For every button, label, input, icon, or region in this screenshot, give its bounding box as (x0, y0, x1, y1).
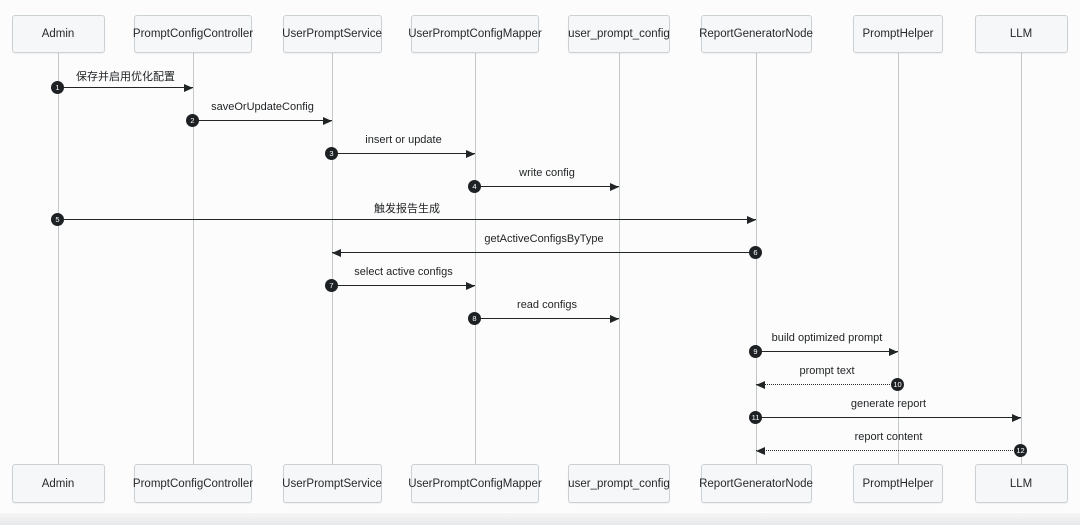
participant-top-user-prompt-config-mapper: UserPromptConfigMapper (408, 15, 542, 53)
participant-label: UserPromptConfigMapper (408, 477, 542, 490)
arrowhead-6 (332, 249, 341, 257)
arrowhead-4 (610, 183, 619, 191)
message-line-6 (332, 252, 756, 253)
message-label-4: write config (519, 167, 575, 179)
sequence-number-2: 2 (186, 114, 199, 127)
message-label-7: select active configs (354, 266, 453, 278)
arrowhead-11 (1012, 414, 1021, 422)
lifeline-user-prompt-config-mapper (474, 53, 476, 464)
message-line-11 (756, 417, 1021, 418)
sequence-number-6: 6 (749, 246, 762, 259)
sequence-number-10: 10 (891, 378, 904, 391)
participant-top-prompt-helper: PromptHelper (853, 15, 943, 53)
participant-label: Admin (41, 28, 75, 40)
arrowhead-10 (756, 381, 765, 389)
participant-label: ReportGeneratorNode (699, 477, 813, 490)
message-label-8: read configs (517, 299, 577, 311)
participant-label: user_prompt_config (568, 28, 670, 40)
participant-top-user-prompt-config: user_prompt_config (568, 15, 670, 53)
arrowhead-7 (466, 282, 475, 290)
participant-label: UserPromptService (282, 28, 382, 40)
participant-bottom-user-prompt-config: user_prompt_config (568, 464, 670, 503)
sequence-number-1: 1 (51, 81, 64, 94)
message-label-10: prompt text (799, 365, 855, 377)
arrowhead-1 (184, 84, 193, 92)
lifeline-admin (57, 53, 59, 464)
participant-label: ReportGeneratorNode (699, 28, 813, 40)
participant-bottom-prompt-helper: PromptHelper (853, 464, 943, 503)
bottom-strip (0, 513, 1080, 525)
participant-top-prompt-config-controller: PromptConfigController (132, 15, 254, 53)
message-label-11: generate report (850, 398, 927, 410)
participant-bottom-llm: LLM (974, 464, 1068, 503)
participant-label: UserPromptService (282, 477, 382, 490)
participant-label: LLM (1009, 477, 1033, 490)
message-label-3: insert or update (365, 134, 442, 146)
sequence-number-12: 12 (1014, 444, 1027, 457)
participant-label: UserPromptConfigMapper (408, 28, 542, 40)
participant-bottom-admin: Admin (11, 464, 105, 503)
message-line-8 (475, 318, 619, 319)
participant-label: PromptHelper (862, 28, 934, 40)
participant-label: LLM (1009, 28, 1033, 40)
message-line-10 (756, 384, 898, 385)
message-line-7 (332, 285, 475, 286)
sequence-number-9: 9 (749, 345, 762, 358)
participant-top-user-prompt-service: UserPromptService (282, 15, 382, 53)
sequence-number-3: 3 (325, 147, 338, 160)
participant-label: user_prompt_config (568, 477, 670, 490)
arrowhead-9 (889, 348, 898, 356)
participant-bottom-user-prompt-config-mapper: UserPromptConfigMapper (408, 464, 542, 503)
participant-bottom-prompt-config-controller: PromptConfigController (132, 464, 254, 503)
participant-bottom-user-prompt-service: UserPromptService (282, 464, 382, 503)
participant-label: PromptConfigController (132, 477, 254, 490)
lifeline-user-prompt-config (618, 53, 620, 464)
participant-top-report-generator-node: ReportGeneratorNode (699, 15, 813, 53)
sequence-number-4: 4 (468, 180, 481, 193)
arrowhead-8 (610, 315, 619, 323)
participant-bottom-report-generator-node: ReportGeneratorNode (699, 464, 813, 503)
message-label-6: getActiveConfigsByType (484, 233, 604, 245)
participant-label: PromptHelper (862, 477, 934, 490)
message-line-9 (756, 351, 898, 352)
arrowhead-3 (466, 150, 475, 158)
message-label-12: report content (854, 431, 923, 443)
lifeline-llm (1020, 53, 1022, 464)
message-line-4 (475, 186, 619, 187)
sequence-number-7: 7 (325, 279, 338, 292)
sequence-number-5: 5 (51, 213, 64, 226)
lifeline-user-prompt-service (331, 53, 333, 464)
lifeline-prompt-helper (897, 53, 899, 464)
participant-top-llm: LLM (974, 15, 1068, 53)
message-line-5 (58, 219, 756, 220)
message-line-1 (58, 87, 193, 88)
arrowhead-12 (756, 447, 765, 455)
message-label-9: build optimized prompt (771, 332, 883, 344)
participant-label: Admin (41, 477, 75, 490)
message-label-5: 触发报告生成 (374, 203, 440, 215)
message-line-2 (193, 120, 332, 121)
sequence-number-8: 8 (468, 312, 481, 325)
arrowhead-2 (323, 117, 332, 125)
lifeline-prompt-config-controller (192, 53, 194, 464)
message-label-2: saveOrUpdateConfig (211, 101, 314, 113)
arrowhead-5 (747, 216, 756, 224)
message-line-12 (756, 450, 1021, 451)
message-line-3 (332, 153, 475, 154)
message-label-1: 保存并启用优化配置 (76, 71, 175, 83)
participant-top-admin: Admin (11, 15, 105, 53)
sequence-number-11: 11 (749, 411, 762, 424)
participant-label: PromptConfigController (132, 28, 254, 40)
